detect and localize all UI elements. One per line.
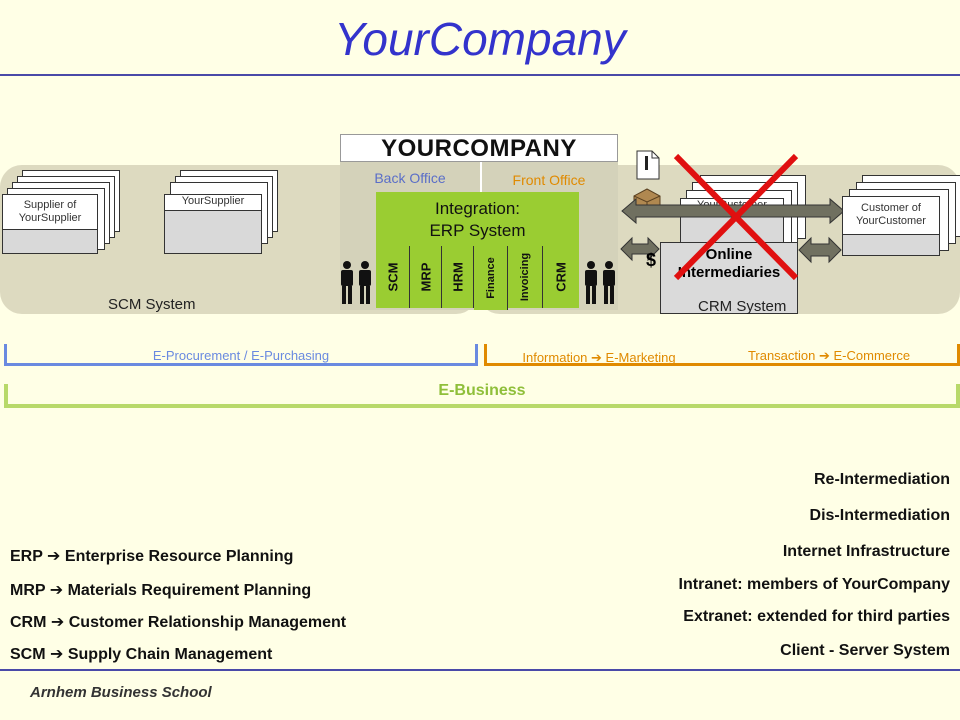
procurement-bracket — [4, 344, 478, 366]
module-scm: SCM — [376, 246, 410, 308]
client-server-system: Client - Server System — [780, 642, 950, 659]
front-office-label: Front Office — [512, 172, 586, 188]
dollar-sign: $ — [646, 250, 657, 270]
customer-of-customer-label: Customer of YourCustomer — [843, 197, 939, 235]
people-icon — [341, 261, 371, 304]
ebusiness-bracket — [4, 384, 960, 408]
module-label: MRP — [418, 262, 433, 292]
supplier-label: YourSupplier — [165, 195, 261, 211]
definition-mrp: MRP ➔ Materials Requirement Planning — [10, 582, 312, 599]
online-intermediaries-line1: Online — [705, 246, 753, 263]
extranet-definition: Extranet: extended for third parties — [683, 608, 950, 625]
module-finance: Finance — [474, 246, 508, 310]
ebusiness-label: E-Business — [438, 382, 526, 399]
module-label: Finance — [484, 257, 497, 299]
internet-infrastructure: Internet Infrastructure — [782, 543, 950, 560]
online-intermediaries-label: Online Intermediaries — [660, 246, 798, 282]
module-mrp: MRP — [410, 246, 442, 308]
page-title: YourCompany — [334, 13, 626, 65]
module-label: Invoicing — [519, 252, 531, 302]
module-invoicing: Invoicing — [508, 246, 543, 308]
integration-line2: ERP System — [429, 221, 526, 240]
definition-erp: ERP ➔ Enterprise Resource Planning — [10, 548, 294, 565]
title-divider — [0, 74, 960, 76]
module-crm: CRM — [543, 246, 579, 308]
cross-icon — [673, 153, 799, 281]
module-label: HRM — [450, 262, 465, 292]
document-icon — [636, 150, 660, 180]
integration-erp-box: Integration: ERP System — [376, 192, 579, 246]
double-arrow-icon — [620, 236, 660, 262]
footer-school: Arnhem Business School — [30, 684, 212, 701]
footer-divider — [0, 669, 960, 671]
supplier-of-supplier-label: Supplier of YourSupplier — [3, 195, 97, 230]
scm-system-label: SCM System — [108, 296, 196, 313]
procurement-label: E-Procurement / E-Purchasing — [152, 348, 330, 363]
commerce-label: Transaction ➔ E-Commerce — [747, 348, 911, 363]
definition-crm: CRM ➔ Customer Relationship Management — [10, 614, 347, 631]
definition-scm: SCM ➔ Supply Chain Management — [10, 646, 273, 663]
module-label: SCM — [385, 262, 400, 292]
dis-intermediation: Dis-Intermediation — [809, 507, 950, 524]
ecommerce-bracket — [484, 344, 960, 366]
integration-line1: Integration: — [434, 199, 521, 218]
online-intermediaries-line2: Intermediaries — [677, 264, 781, 281]
back-office-label: Back Office — [374, 170, 446, 186]
company-header: YOURCOMPANY — [340, 134, 618, 162]
people-icon — [585, 261, 615, 304]
marketing-label: Information ➔ E-Marketing — [522, 350, 676, 365]
intranet-definition: Intranet: members of YourCompany — [678, 576, 950, 593]
module-label: CRM — [553, 262, 569, 292]
module-hrm: HRM — [442, 246, 474, 308]
supplier-of-supplier-card: Supplier of YourSupplier — [2, 194, 98, 254]
supplier-card: YourSupplier — [164, 194, 262, 254]
online-intermediaries-box — [660, 242, 798, 314]
crm-system-label: CRM System — [698, 298, 787, 315]
re-intermediation: Re-Intermediation — [813, 471, 950, 488]
customer-of-customer-card: Customer of YourCustomer — [842, 196, 940, 256]
double-arrow-icon — [798, 236, 842, 264]
